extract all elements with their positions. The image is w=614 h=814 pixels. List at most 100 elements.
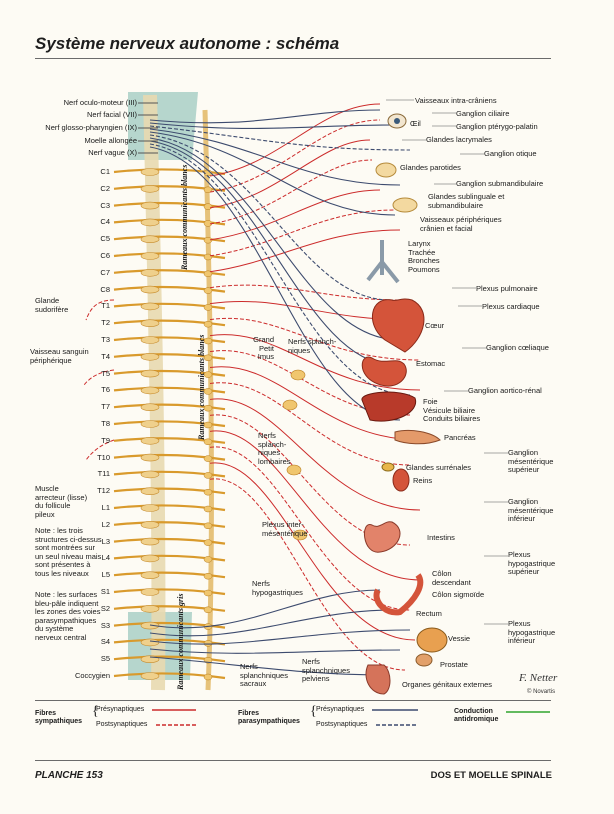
sympathetic-fiber [209, 430, 421, 581]
segment-label-c7: C7 [100, 267, 110, 277]
spinal-ganglion [140, 604, 160, 613]
segment-label-t12: T12 [97, 486, 110, 496]
segment-label-t3: T3 [101, 335, 110, 344]
label-heart: Cœur [425, 321, 445, 330]
label-inf-mesenteric-ganglion: Ganglion mésentérique inférieur [508, 497, 554, 523]
segment-label-l4: L4 [101, 553, 110, 563]
sympathetic-fiber [209, 334, 421, 391]
spinal-ganglion [140, 268, 160, 277]
nerve-root [113, 386, 226, 394]
chain-ganglion [203, 304, 213, 311]
label-sweat-gland: Glande sudorifère [35, 296, 69, 314]
nerve-root [113, 285, 226, 293]
label-arrector-muscle: Muscle arrecteur (lisse) du follicule pi… [35, 484, 88, 519]
nerve-fibers [83, 103, 421, 676]
label-aorticorenal-ganglion: Ganglion aortico-rénal [468, 386, 542, 395]
stomach [361, 356, 407, 387]
sublingual-gland [392, 197, 418, 213]
spinal-ganglion [140, 386, 160, 395]
sympathetic-fiber [209, 229, 401, 273]
spinal-ganglion [140, 487, 160, 496]
nerve-root [113, 521, 226, 528]
spinal-ganglion [140, 403, 160, 412]
bladder [416, 627, 448, 653]
nerve-root [113, 353, 226, 360]
svg-text:{: { [310, 704, 317, 719]
label-rectum: Rectum [416, 609, 442, 618]
spinal-ganglion [140, 302, 160, 311]
label-prostate: Prostate [440, 660, 468, 669]
chain-ganglion [203, 270, 213, 278]
nerve-root [113, 655, 226, 663]
label-sublingual-glands: Glandes sublinguale et submandibulaire [428, 192, 505, 210]
sympathetic-fiber [209, 119, 381, 193]
plate-number: PLANCHE 153 [35, 770, 103, 781]
segment-label-c8: C8 [100, 284, 110, 294]
nerve-root [113, 168, 226, 176]
artist-signature: F. Netter [519, 672, 558, 684]
label-splanchnic-names: Grand Petit Imus [253, 335, 274, 361]
segment-label-l2: L2 [101, 519, 110, 529]
chain-ganglion [203, 203, 213, 210]
parasympathetic-fiber [149, 125, 411, 151]
segment-label-t1: T1 [101, 301, 110, 311]
chain-ganglion [203, 287, 213, 294]
label-submandibular-ganglion: Ganglion submandibulaire [456, 179, 544, 188]
segment-label-c3: C3 [100, 200, 110, 210]
sympathetic-fiber [209, 284, 401, 301]
note-three-structures: Note : les trois structures ci-dessus so… [35, 526, 102, 578]
sympathetic-fiber [209, 209, 396, 257]
label-ciliary-ganglion: Ganglion ciliaire [456, 109, 510, 118]
chain-ganglion [203, 589, 213, 597]
label-descending-colon: Côlon descendant [432, 569, 471, 587]
note-pale-blue-areas: Note : les surfaces bleu-pâle indiquent … [35, 590, 101, 642]
sacral-parasympathetic-fiber [149, 648, 401, 654]
sacral-parasympathetic-fiber [149, 629, 411, 645]
spinal-ganglion [140, 168, 160, 176]
segment-label-c6: C6 [100, 251, 110, 260]
heart [371, 298, 425, 353]
label-external-genitals: Organes génitaux externes [402, 680, 493, 689]
sigmoid-colon [373, 573, 424, 616]
parasympathetic-fiber [149, 134, 391, 301]
chain-ganglion [203, 455, 213, 462]
label-adrenal-glands: Glandes surrénales [406, 463, 472, 472]
nerve-root [113, 336, 226, 344]
legend-symp-post: Postsynaptiques [96, 721, 148, 728]
label-intermesenteric-plexus: Plexus inter- mésentérique [262, 520, 308, 538]
chain-ganglion [203, 539, 213, 546]
chain-ganglion [203, 472, 213, 479]
segment-label-t7: T7 [101, 402, 110, 412]
label-intracranial-vessels: Vaisseaux intra-crâniens [415, 96, 497, 105]
label-sacral-splanchnic: Nerfs splanchniques sacraux [240, 662, 288, 688]
label-hypogastric-nerves: Nerfs hypogastriques [252, 579, 303, 597]
chain-ganglion [203, 236, 213, 244]
label-pancreas: Pancréas [444, 433, 476, 442]
spinal-ganglion [140, 571, 160, 580]
segment-label-t11: T11 [97, 469, 110, 479]
chain-ganglion [203, 354, 213, 362]
segment-label-t8: T8 [101, 419, 110, 428]
label-sigmoid-colon: Côlon sigmoïde [432, 590, 485, 599]
chain-ganglion [203, 522, 213, 530]
spinal-ganglion [140, 554, 160, 563]
sacral-parasympathetic-fiber [149, 609, 396, 637]
kidney [392, 468, 410, 492]
arrector-fiber [85, 439, 115, 461]
segment-label-coccygien: Coccygien [74, 671, 110, 680]
label-lumbar-splanchnic: Nerfs splanch- niques lombaires [258, 431, 291, 466]
legend-symp-pre: Présynaptiques [96, 706, 145, 713]
sympathetic-fiber [209, 103, 381, 177]
segment-label-t4: T4 [101, 351, 110, 361]
label-stomach: Estomac [416, 359, 446, 368]
label-liver: Foie Vésicule biliaire Conduits biliaire… [423, 397, 481, 423]
nerve-root [113, 504, 226, 512]
spinal-ganglion [140, 201, 160, 210]
chain-ganglion [203, 421, 213, 429]
organs [361, 113, 448, 695]
segment-label-t10: T10 [97, 452, 110, 462]
segment-label-s4: S4 [100, 637, 110, 647]
legend-antidromic: Conduction antidromique [454, 708, 499, 723]
section-title: DOS ET MOELLE SPINALE [430, 770, 552, 781]
chain-ganglion [203, 371, 213, 378]
